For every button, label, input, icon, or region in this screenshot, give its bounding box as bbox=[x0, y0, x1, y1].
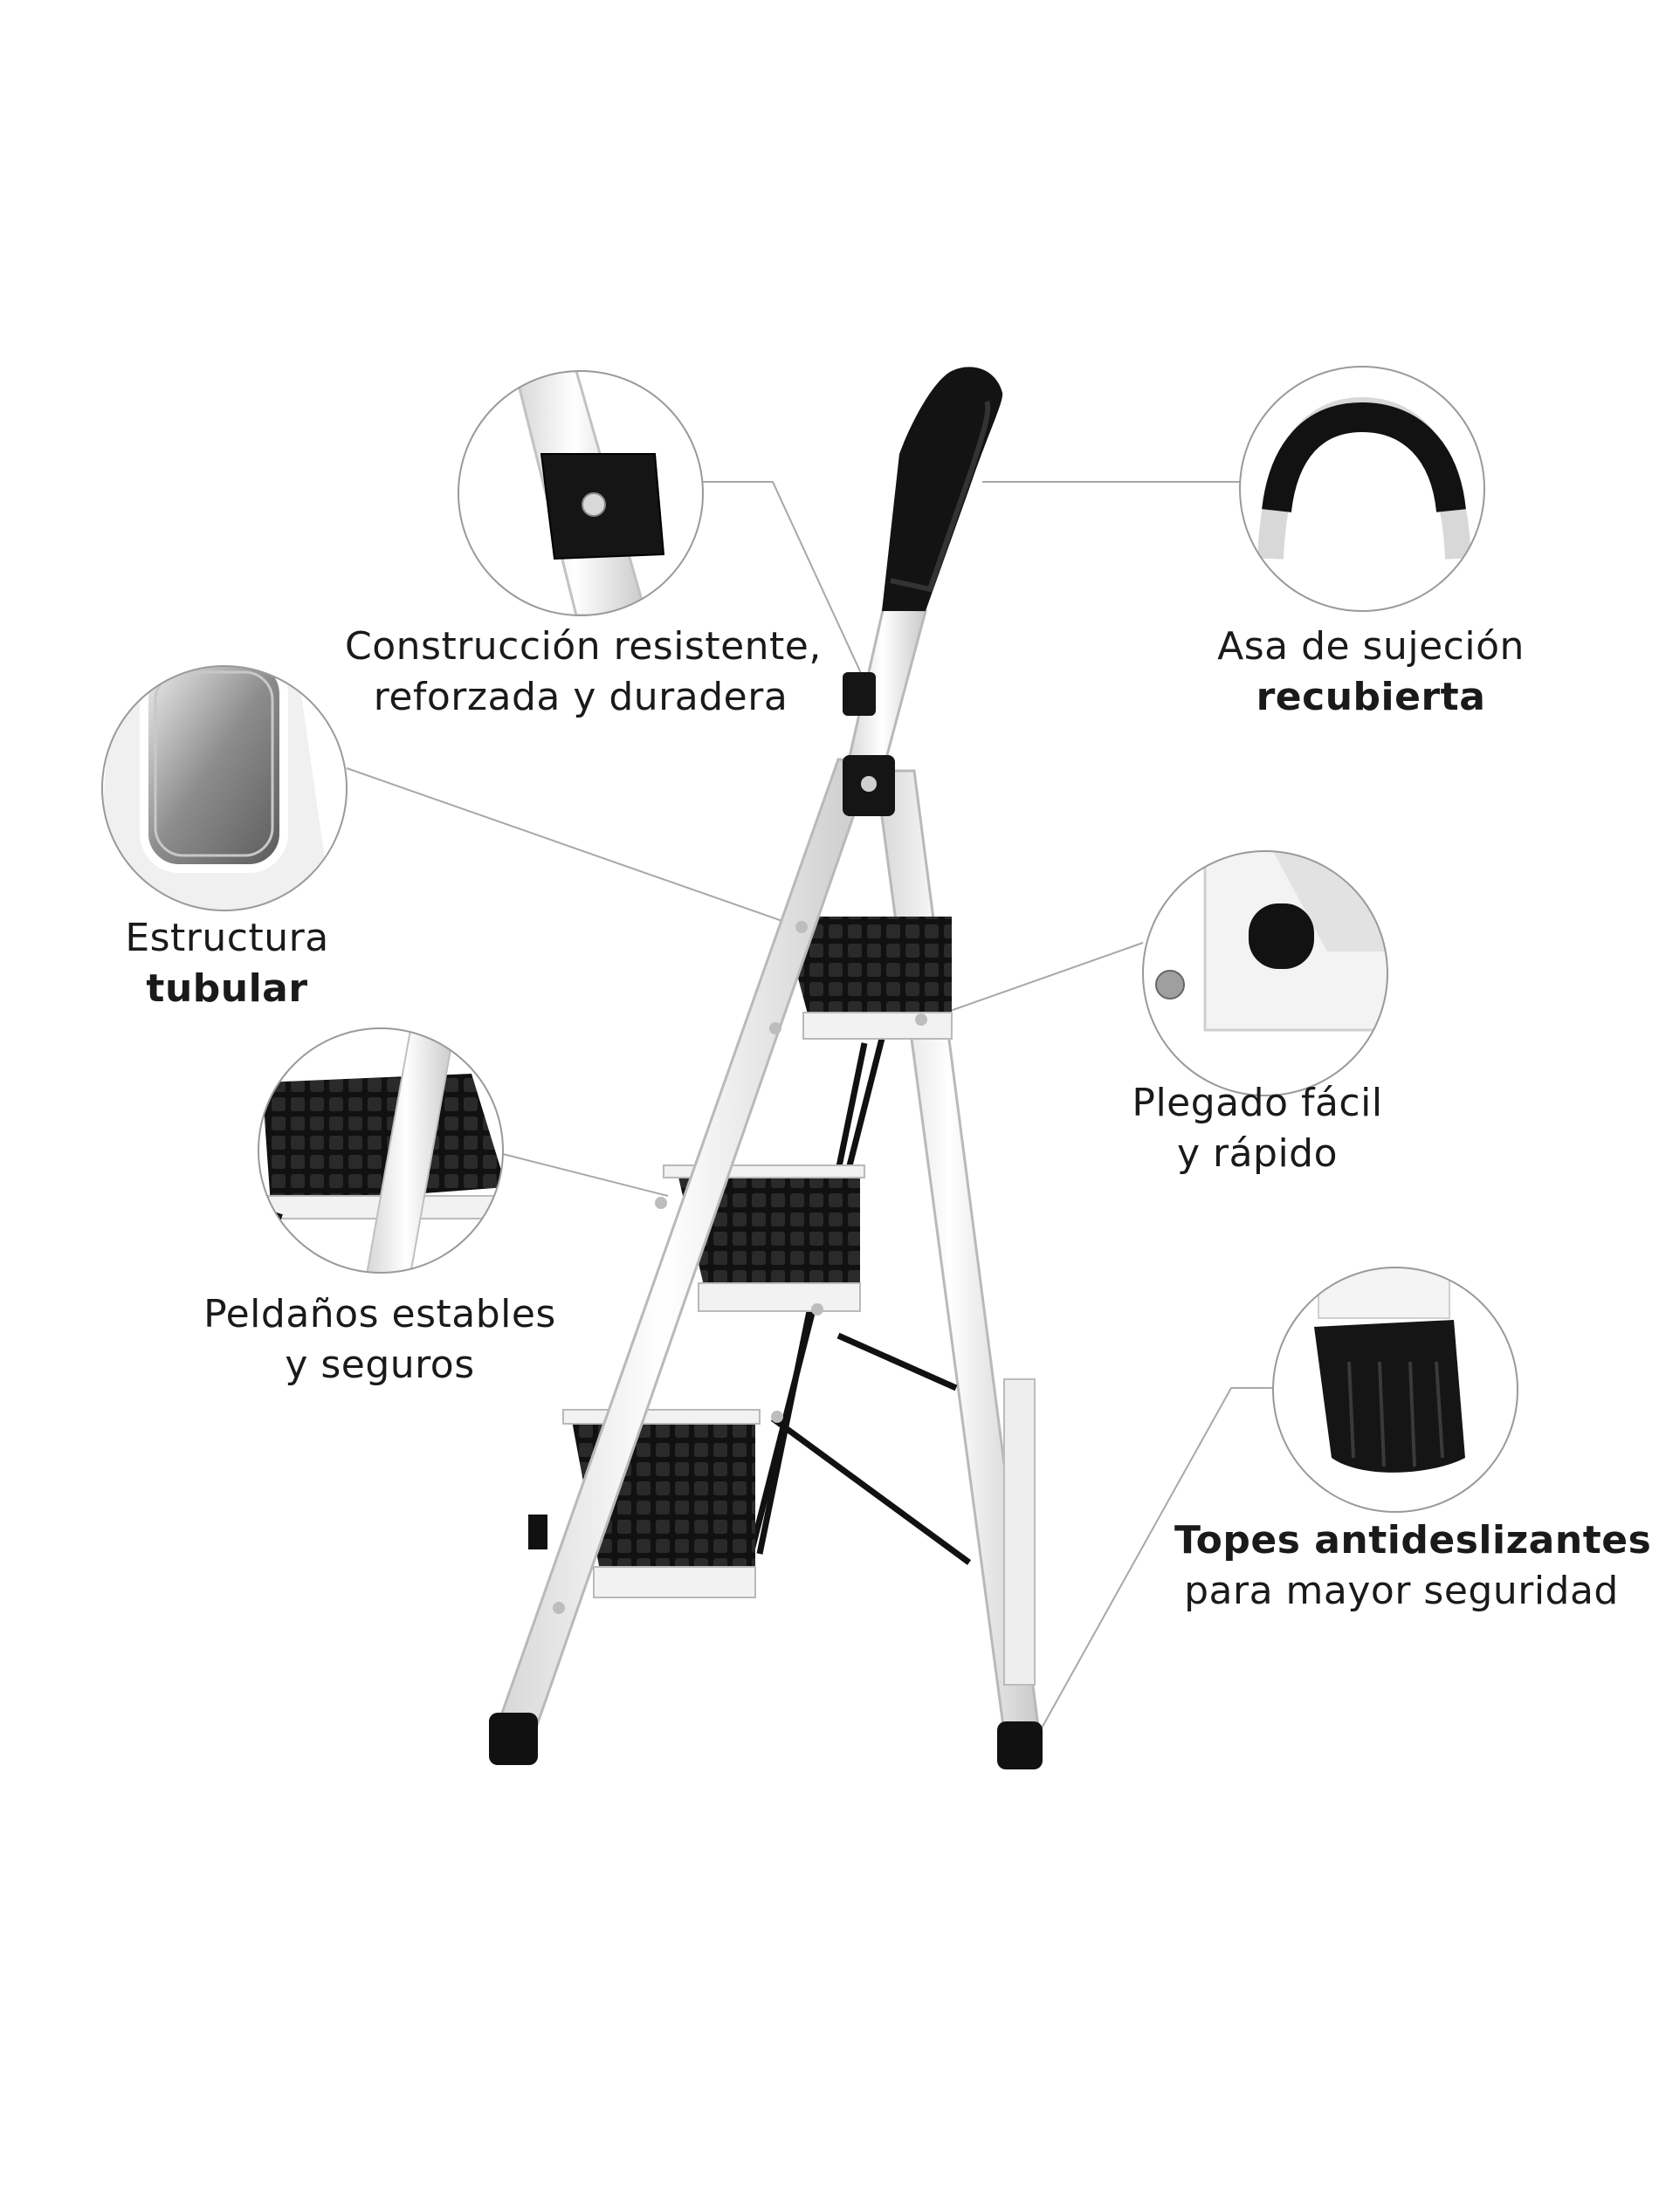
label-estructura-line2: tubular bbox=[146, 966, 308, 1011]
detail-circle-tube bbox=[101, 665, 348, 911]
label-topes-line1: Topes antideslizantes bbox=[1174, 1518, 1652, 1563]
leader-topes bbox=[1038, 1387, 1273, 1734]
handle-grip bbox=[882, 367, 1003, 611]
leader-lines bbox=[346, 481, 1273, 1734]
label-construccion-line1: Construcción resistente, bbox=[345, 624, 822, 669]
label-peldanos-line1: Peldaños estables bbox=[203, 1292, 556, 1336]
step-top bbox=[781, 917, 953, 1040]
label-asa: Asa de sujeción recubierta bbox=[1205, 622, 1537, 723]
detail-circle-grip bbox=[1239, 366, 1485, 612]
label-plegado-line2: y rápido bbox=[1176, 1131, 1339, 1176]
label-estructura-line1: Estructura bbox=[125, 916, 329, 960]
front-foot bbox=[489, 1713, 538, 1765]
label-topes: Topes antideslizantes para mayor segurid… bbox=[1174, 1515, 1651, 1617]
label-peldanos: Peldaños estables y seguros bbox=[192, 1289, 568, 1391]
leader-construccion bbox=[703, 481, 871, 695]
leader-estructura bbox=[346, 767, 795, 926]
detail-circle-step bbox=[258, 1027, 504, 1274]
label-peldanos-line2: y seguros bbox=[285, 1343, 475, 1387]
ladder bbox=[489, 367, 1043, 1769]
label-asa-line1: Asa de sujeción bbox=[1217, 624, 1525, 669]
label-plegado-line1: Plegado fácil bbox=[1132, 1081, 1383, 1125]
label-construccion-line2: reforzada y duradera bbox=[373, 675, 788, 719]
label-estructura: Estructura tubular bbox=[96, 913, 358, 1014]
leader-peldanos bbox=[502, 1153, 669, 1197]
label-asa-line2: recubierta bbox=[1256, 675, 1486, 719]
leader-plegado bbox=[925, 942, 1144, 1020]
label-plegado: Plegado fácil y rápido bbox=[1109, 1078, 1406, 1179]
detail-circle-hinge bbox=[458, 370, 704, 616]
detail-circle-fold bbox=[1142, 850, 1388, 1096]
hinge-upper bbox=[843, 672, 876, 716]
label-topes-line2: para mayor seguridad bbox=[1184, 1569, 1619, 1613]
label-construccion: Construcción resistente, reforzada y dur… bbox=[345, 622, 822, 723]
rear-leg-bracket bbox=[1003, 1378, 1036, 1686]
rear-foot bbox=[997, 1721, 1043, 1769]
detail-circle-foot bbox=[1272, 1267, 1518, 1513]
